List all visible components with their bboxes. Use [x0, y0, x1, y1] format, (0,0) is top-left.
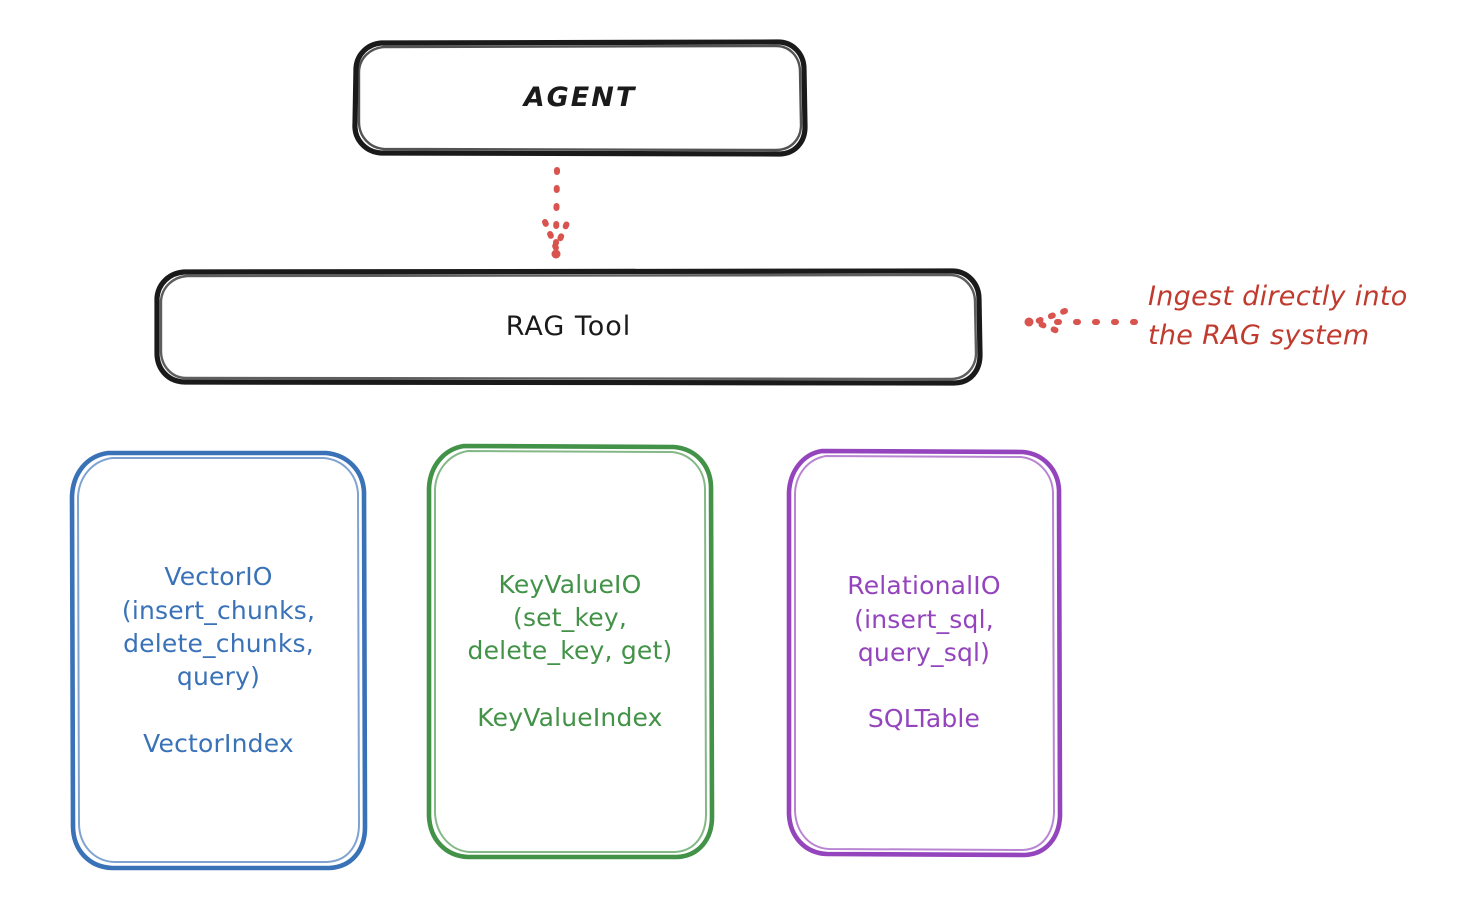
- node-key-value-io[interactable]: KeyValueIO (set_key, delete_key, get) Ke…: [428, 445, 712, 857]
- node-agent[interactable]: AGENT: [355, 41, 805, 154]
- node-rag-tool-label: RAG Tool: [505, 310, 632, 342]
- node-agent-label: AGENT: [523, 81, 637, 113]
- key-value-io-box-shape: [426, 443, 715, 860]
- rag-tool-box-shape: [154, 268, 983, 386]
- relational-io-box-shape: [786, 448, 1063, 858]
- node-vector-io-label: VectorIO (insert_chunks, delete_chunks, …: [121, 562, 316, 758]
- ingest-arrow-icon: [1024, 308, 1138, 337]
- node-vector-io[interactable]: VectorIO (insert_chunks, delete_chunks, …: [72, 452, 365, 868]
- annotation-ingest: Ingest directly into the RAG system: [1148, 281, 1408, 352]
- node-rag-tool[interactable]: RAG Tool: [157, 270, 980, 383]
- agent-to-rag-tool-connector: [542, 167, 571, 259]
- agent-box-shape: [352, 39, 808, 157]
- node-key-value-io-label: KeyValueIO (set_key, delete_key, get) Ke…: [467, 569, 673, 732]
- vector-io-box-shape: [69, 450, 368, 871]
- node-relational-io[interactable]: RelationalIO (insert_sql, query_sql) SQL…: [788, 450, 1060, 855]
- node-relational-io-label: RelationalIO (insert_sql, query_sql) SQL…: [847, 571, 1001, 734]
